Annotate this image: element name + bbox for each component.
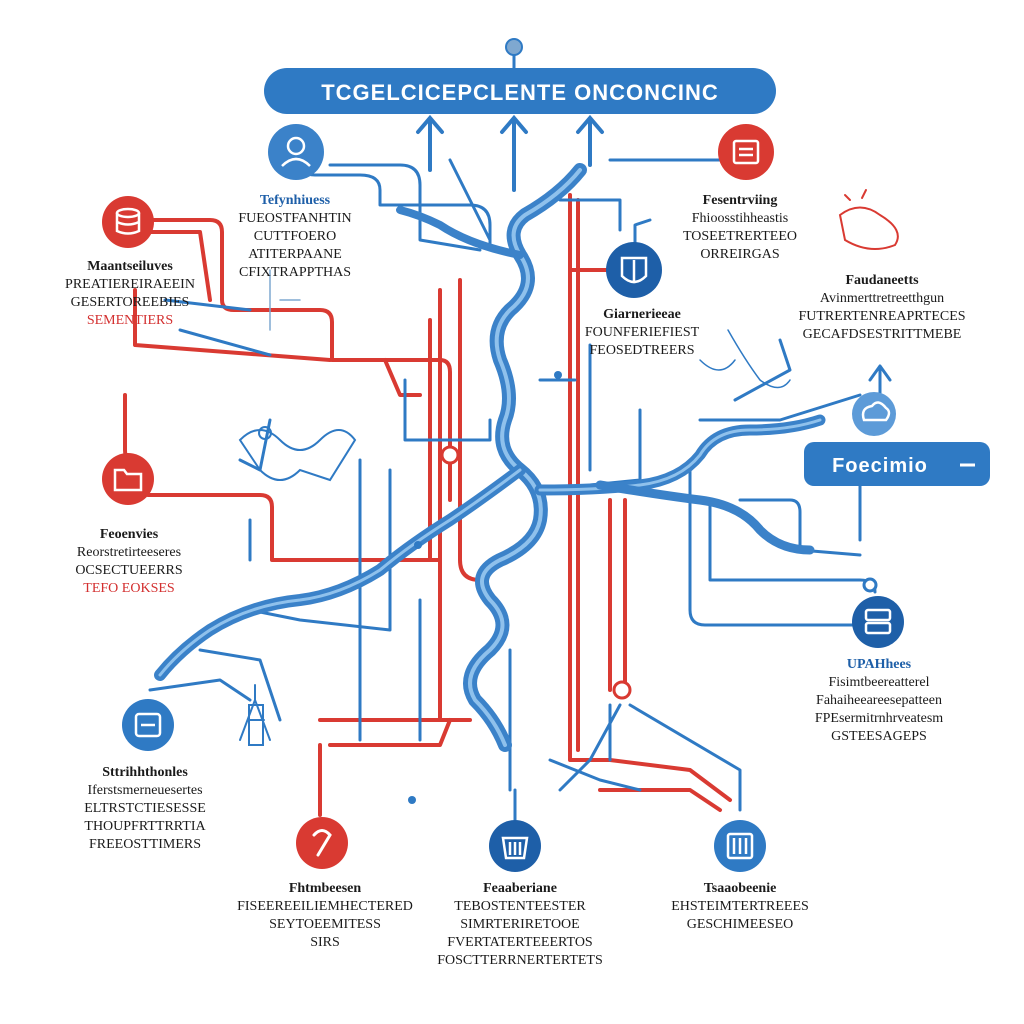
node-n9 xyxy=(296,817,348,869)
building-icon xyxy=(501,836,529,860)
title-banner: TCGELCICEPCLENTE ONCONCINC xyxy=(264,68,776,114)
label-left-mid: Feoenvies Reorstretirteeseres OCSECTUEER… xyxy=(75,527,183,596)
server-icon xyxy=(864,608,892,635)
node-n3 xyxy=(102,196,154,248)
label-top-left: Tefynhiuess FUEOSTFANHTIN CUTTFOERO ATIT… xyxy=(238,193,352,280)
sketch-figures xyxy=(238,189,899,746)
side-banner-text: Foecimio xyxy=(832,455,928,477)
label-bottom-right: Tsaaobeenie EHSTEIMTERTREEES GESCHIMEESE… xyxy=(671,881,809,932)
blue-river xyxy=(154,163,826,752)
folder-icon xyxy=(113,468,143,492)
label-right-upper: Faudaneetts Avinmerttretreetthgun FUTRER… xyxy=(798,273,966,342)
chip-icon xyxy=(134,712,162,738)
line-junctions xyxy=(408,371,878,804)
node-n1 xyxy=(268,124,324,180)
label-left-upper: Maantseiluves PREATIEREIRAEEIN GESERTORE… xyxy=(65,259,195,328)
node-n6 xyxy=(852,392,896,436)
shield-icon xyxy=(620,256,648,284)
wrench-icon xyxy=(312,829,332,857)
label-right-lower: UPAHhees Fisimtbeereatterel Fahaiheearee… xyxy=(814,657,944,744)
node-n8 xyxy=(122,699,174,751)
node-n11 xyxy=(714,820,766,872)
node-n10 xyxy=(489,820,541,872)
side-banner: Foecimio xyxy=(804,442,990,486)
node-n4 xyxy=(606,242,662,298)
label-bottom-left: Fhtmbeesen FISEEREEILIEMHECTERED SEYTOEE… xyxy=(237,881,413,950)
title-text: TCGELCICEPCLENTE ONCONCINC xyxy=(321,80,719,105)
node-n5 xyxy=(102,453,154,505)
title-arrows xyxy=(416,114,604,192)
label-left-lower: Sttrihhthonles Iferstsmerneuesertes ELTR… xyxy=(84,765,206,852)
document-icon xyxy=(732,139,760,165)
node-n7 xyxy=(852,596,904,648)
database-icon xyxy=(115,207,141,235)
cloud-icon xyxy=(861,401,891,422)
gear-person-icon xyxy=(281,136,311,167)
node-n2 xyxy=(718,124,774,180)
top-pin xyxy=(505,38,523,68)
label-top-right: Fesentrviing Fhioosstihheastis TOSEETRER… xyxy=(682,193,797,262)
label-bottom-center: Feaaberiane TEBOSTENTEESTER SIMRTERIRETO… xyxy=(437,881,603,968)
server-rack-icon xyxy=(726,832,754,860)
label-center-right: Giarnerieeae FOUNFERIEFIEST FEOSEDTREERS xyxy=(584,307,700,358)
